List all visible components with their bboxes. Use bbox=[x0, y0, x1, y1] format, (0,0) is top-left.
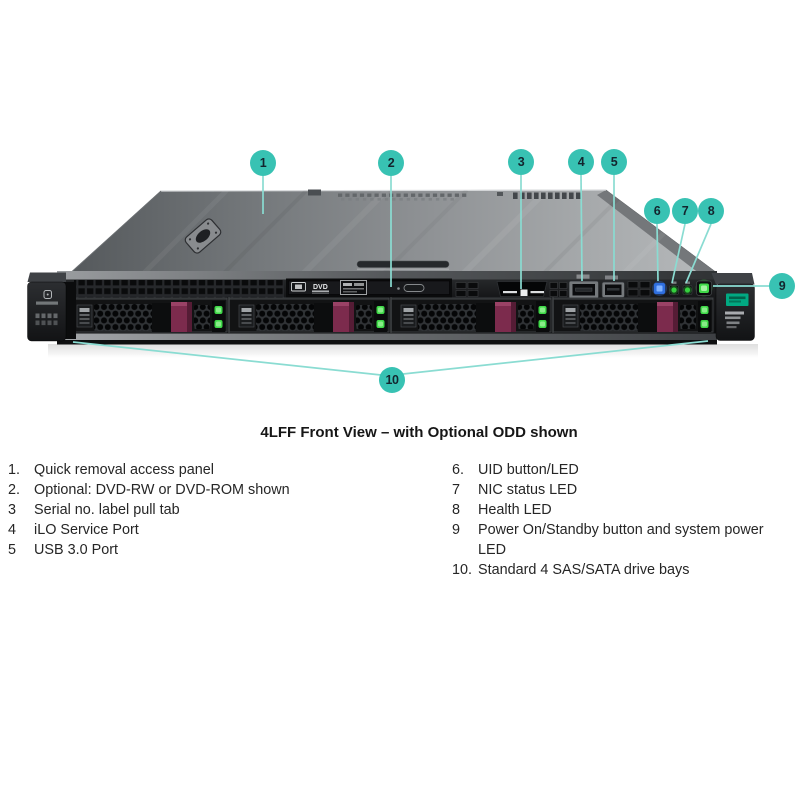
legend-number: 3 bbox=[8, 502, 17, 518]
legend-number: 2. bbox=[8, 482, 21, 498]
legend-number: 7 bbox=[452, 482, 461, 498]
legend-item: 4 iLO Service Port bbox=[8, 520, 408, 540]
legend-item: 6. UID button/LED bbox=[452, 460, 792, 480]
legend-number: 6. bbox=[452, 462, 465, 478]
legend-item: 2. Optional: DVD-RW or DVD-ROM shown bbox=[8, 480, 408, 500]
legend-column-right: 6. UID button/LED 7 NIC status LED 8 Health… bbox=[452, 460, 792, 580]
callout-line-8 bbox=[685, 223, 712, 284]
hpe-proliant-label bbox=[725, 293, 749, 329]
legend-number: 9 bbox=[452, 522, 461, 538]
power-button[interactable] bbox=[695, 279, 713, 297]
legend-item: 10. Standard 4 SAS/SATA drive bays bbox=[452, 560, 792, 580]
serial-pull-tab[interactable] bbox=[496, 281, 548, 297]
diagram-title: 4LFF Front View – with Optional ODD show… bbox=[260, 424, 578, 441]
legend-item: 8 Health LED bbox=[452, 500, 792, 520]
legend-text: NIC status LED bbox=[478, 482, 578, 498]
legend-item: 7 NIC status LED bbox=[452, 480, 792, 500]
brushed-metal-streaks bbox=[138, 190, 709, 277]
callout-8: 8 bbox=[698, 198, 724, 224]
legend-column-left: 1. Quick removal access panel 2. Optional:… bbox=[8, 460, 408, 560]
dvd-logo: DVD bbox=[313, 284, 328, 291]
legend-text: Serial no. label pull tab bbox=[34, 502, 180, 518]
legend-item: 9 Power On/Standby button and system powe… bbox=[452, 520, 792, 560]
cover-latch bbox=[184, 218, 222, 254]
legend-text: Optional: DVD-RW or DVD-ROM shown bbox=[34, 482, 290, 498]
legend-text: Standard 4 SAS/SATA drive bays bbox=[478, 562, 690, 578]
cover-slot bbox=[356, 260, 450, 268]
nic-status-led bbox=[669, 281, 679, 295]
cover-sticker bbox=[308, 189, 321, 196]
legend-number: 8 bbox=[452, 502, 461, 518]
right-rack-ear bbox=[711, 273, 755, 341]
left-rack-ear bbox=[27, 272, 76, 342]
callout-7: 7 bbox=[672, 198, 698, 224]
callout-5: 5 bbox=[601, 149, 627, 175]
health-led bbox=[682, 281, 693, 295]
front-vent-grid bbox=[74, 280, 284, 298]
callout-line-6 bbox=[656, 223, 659, 282]
front-panel: DVD bbox=[57, 271, 717, 345]
ear-lock-icon bbox=[43, 290, 52, 299]
callout-1: 1 bbox=[250, 150, 276, 176]
legend-item: 5 USB 3.0 Port bbox=[8, 540, 408, 560]
odd-drive: DVD bbox=[286, 278, 452, 298]
drive-bay-4[interactable] bbox=[551, 296, 714, 334]
odd-eject-button[interactable] bbox=[403, 284, 425, 292]
legend-text: UID button/LED bbox=[478, 462, 579, 478]
legend-number: 10. bbox=[452, 562, 473, 578]
legend-text: Power On/Standby button and system power… bbox=[478, 522, 764, 558]
callout-6: 6 bbox=[644, 198, 670, 224]
legend-item: 3 Serial no. label pull tab bbox=[8, 500, 408, 520]
legend-item: 1. Quick removal access panel bbox=[8, 460, 408, 480]
callout-line-4 bbox=[580, 174, 583, 282]
front-vent-cells bbox=[455, 281, 651, 297]
callout-10: 10 bbox=[379, 367, 405, 393]
drive-bay-3[interactable] bbox=[389, 296, 552, 334]
legend-text: USB 3.0 Port bbox=[34, 542, 118, 558]
callout-9: 9 bbox=[769, 273, 795, 299]
legend-number: 1. bbox=[8, 462, 21, 478]
legend-number: 5 bbox=[8, 542, 17, 558]
legend-text: Health LED bbox=[478, 502, 552, 518]
drive-bay-1[interactable] bbox=[65, 296, 228, 334]
legend-number: 4 bbox=[8, 522, 17, 538]
callout-3: 3 bbox=[508, 149, 534, 175]
callout-line-10b bbox=[402, 340, 709, 375]
callout-line-10a bbox=[72, 341, 382, 376]
legend-text: iLO Service Port bbox=[34, 522, 139, 538]
callout-line-7 bbox=[671, 223, 686, 284]
callout-4: 4 bbox=[568, 149, 594, 175]
callout-lines bbox=[72, 174, 769, 376]
legend-text: Quick removal access panel bbox=[34, 462, 214, 478]
callout-2: 2 bbox=[378, 150, 404, 176]
uid-button-led[interactable] bbox=[652, 281, 667, 296]
drive-bay-2[interactable] bbox=[227, 296, 390, 334]
